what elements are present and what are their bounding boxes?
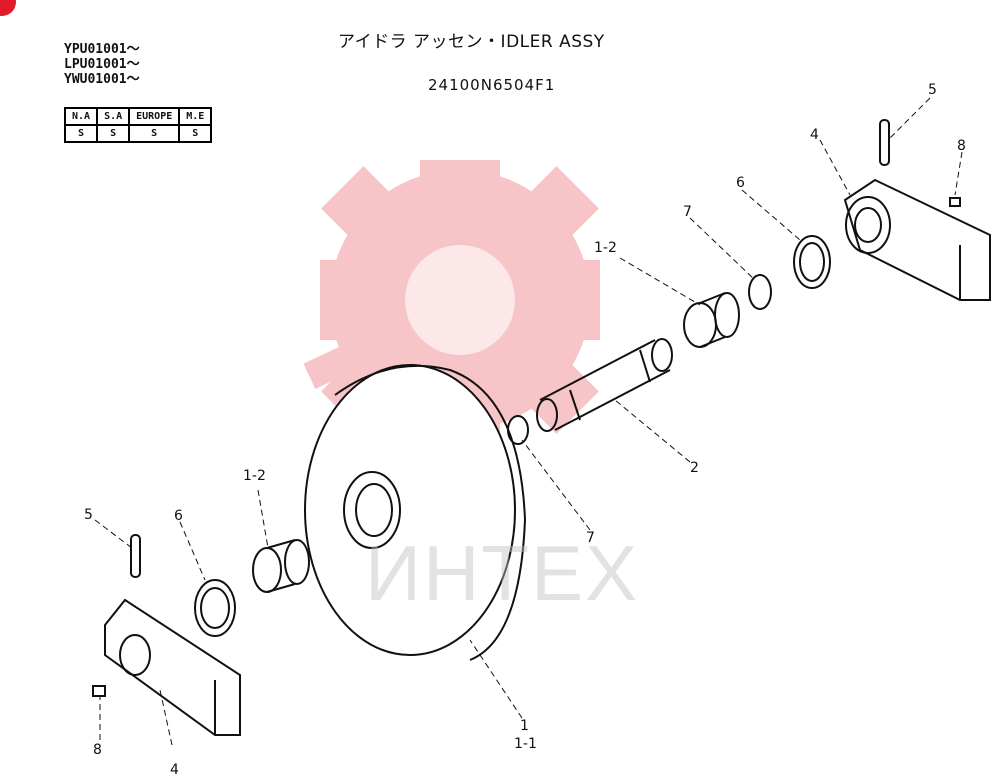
bushing-left — [252, 539, 310, 593]
part-number: 24100N6504F1 — [428, 76, 556, 94]
drawing-title: アイドラ アッセン・IDLER ASSY — [338, 32, 605, 52]
seal-left — [194, 579, 236, 637]
callout-8-right: 8 — [957, 138, 966, 154]
bearing-block-left — [104, 598, 241, 736]
region-value-row: S S S S — [63, 124, 213, 143]
region-value: S — [63, 124, 99, 143]
idler-wheel — [304, 364, 527, 661]
seal-top — [793, 235, 831, 289]
callout-4-left: 4 — [170, 762, 179, 778]
bushing-top — [683, 292, 740, 348]
o-ring-top — [748, 274, 772, 310]
callout-7-mid: 7 — [586, 530, 595, 546]
serial-range: LPU01001～ — [64, 57, 140, 72]
callout-8-left: 8 — [93, 742, 102, 758]
region-header-row: N.A S.A EUROPE M.E — [63, 107, 213, 126]
serial-range-list: YPU01001～ LPU01001～ YWU01001～ — [64, 42, 140, 87]
bearing-block-top — [843, 178, 991, 301]
pin-top — [879, 119, 890, 166]
callout-1-2-left: 1-2 — [243, 468, 266, 484]
serial-range: YWU01001～ — [64, 72, 140, 87]
bolt-right — [949, 197, 961, 207]
region-header: N.A — [63, 107, 99, 126]
callout-6-left: 6 — [174, 508, 183, 524]
watermark-text: ИНТЕХ — [365, 529, 640, 617]
callout-1-1: 1-1 — [514, 736, 537, 752]
serial-range: YPU01001～ — [64, 42, 140, 57]
callout-6-right: 6 — [736, 175, 745, 191]
callout-5-right: 5 — [928, 82, 937, 98]
region-value: S — [128, 124, 181, 143]
region-table: N.A S.A EUROPE M.E S S S S — [63, 107, 213, 143]
o-ring-mid — [507, 415, 529, 445]
callout-5-left: 5 — [84, 507, 93, 523]
callout-1-2-top: 1-2 — [594, 240, 617, 256]
region-header: EUROPE — [128, 107, 181, 126]
region-value: S — [178, 124, 213, 143]
region-header: S.A — [96, 107, 131, 126]
callout-2: 2 — [690, 460, 699, 476]
callout-7-top: 7 — [683, 204, 692, 220]
bolt-left — [92, 685, 106, 697]
region-header: M.E — [178, 107, 213, 126]
pin-left — [130, 534, 141, 578]
callout-4-right: 4 — [810, 127, 819, 143]
region-value: S — [96, 124, 131, 143]
shaft — [536, 338, 673, 432]
callout-1: 1 — [520, 718, 529, 734]
